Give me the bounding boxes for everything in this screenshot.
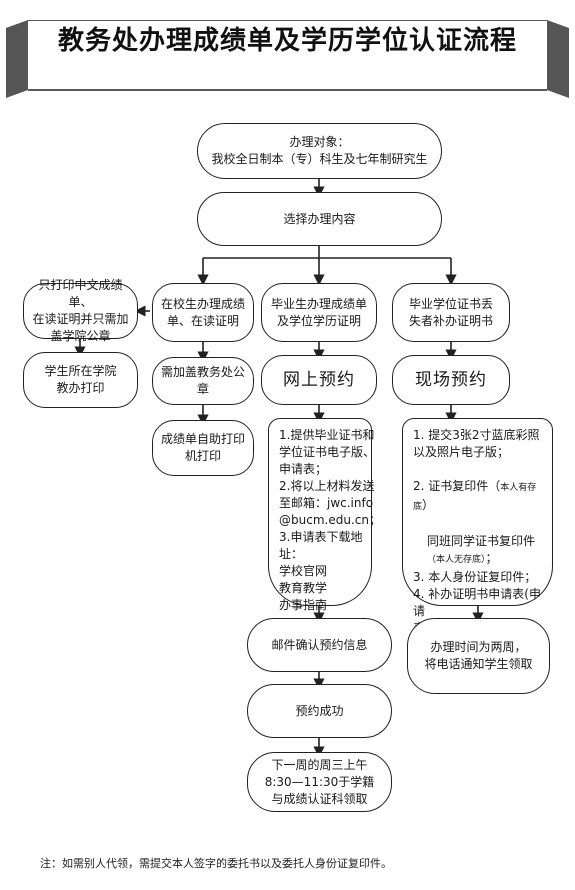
onsite-item-2: 2. 证书复印件（本人有存底） [413,479,537,512]
online-requirements-box: 1.提供毕业证书和 学位证书电子版、 申请表； 2.将以上材料发送 至邮箱：jw… [268,418,381,612]
processing-time-box: 办理时间为两周， 将电话通知学生领取 [407,618,550,694]
target-audience-box: 办理对象： 我校全日制本（专）科生及七年制研究生 [197,123,442,179]
graduate-transcript-box: 毕业生办理成绩单 及学位学历证明 [261,283,377,342]
lost-certificate-box: 毕业学位证书丢 失者补办证明书 [392,283,510,342]
left-chinese-transcript-box: 只打印中文成绩单、 在读证明并只需加 盖学院公章 [23,278,138,343]
current-student-box: 在校生办理成绩 单、在读证明 [152,283,254,342]
onsite-item-2b: 同班同学证书复印件（本人无存底）； [427,534,536,565]
self-print-machine-box: 成绩单自助打印 机打印 [152,420,254,476]
left-college-print-box: 学生所在学院 教办打印 [23,352,138,408]
email-confirm-box: 邮件确认预约信息 [247,618,392,672]
onsite-item-3: 3. 本人身份证复印件； [413,570,537,584]
academic-office-seal-box: 需加盖教务处公章 [152,357,254,405]
booking-success-box: 预约成功 [247,684,392,738]
onsite-booking-box: 现场预约 [392,355,510,405]
page-title: 教务处办理成绩单及学历学位认证流程 [57,26,517,56]
choose-content-box: 选择办理内容 [197,192,442,246]
footnote: 注：如需别人代领，需提交本人签字的委托书以及委托人身份证复印件。 [40,857,392,870]
pickup-time-box: 下一周的周三上午 8:30—11:30于学籍 与成绩认证科领取 [247,752,392,812]
onsite-item-1: 1. 提交3张2寸蓝底彩照 以及照片电子版； [413,428,540,459]
title-banner [6,20,569,98]
online-booking-box: 网上预约 [261,355,377,405]
onsite-requirements-box: 1. 提交3张2寸蓝底彩照 以及照片电子版； 2. 证书复印件（本人有存底） 同… [402,418,553,669]
